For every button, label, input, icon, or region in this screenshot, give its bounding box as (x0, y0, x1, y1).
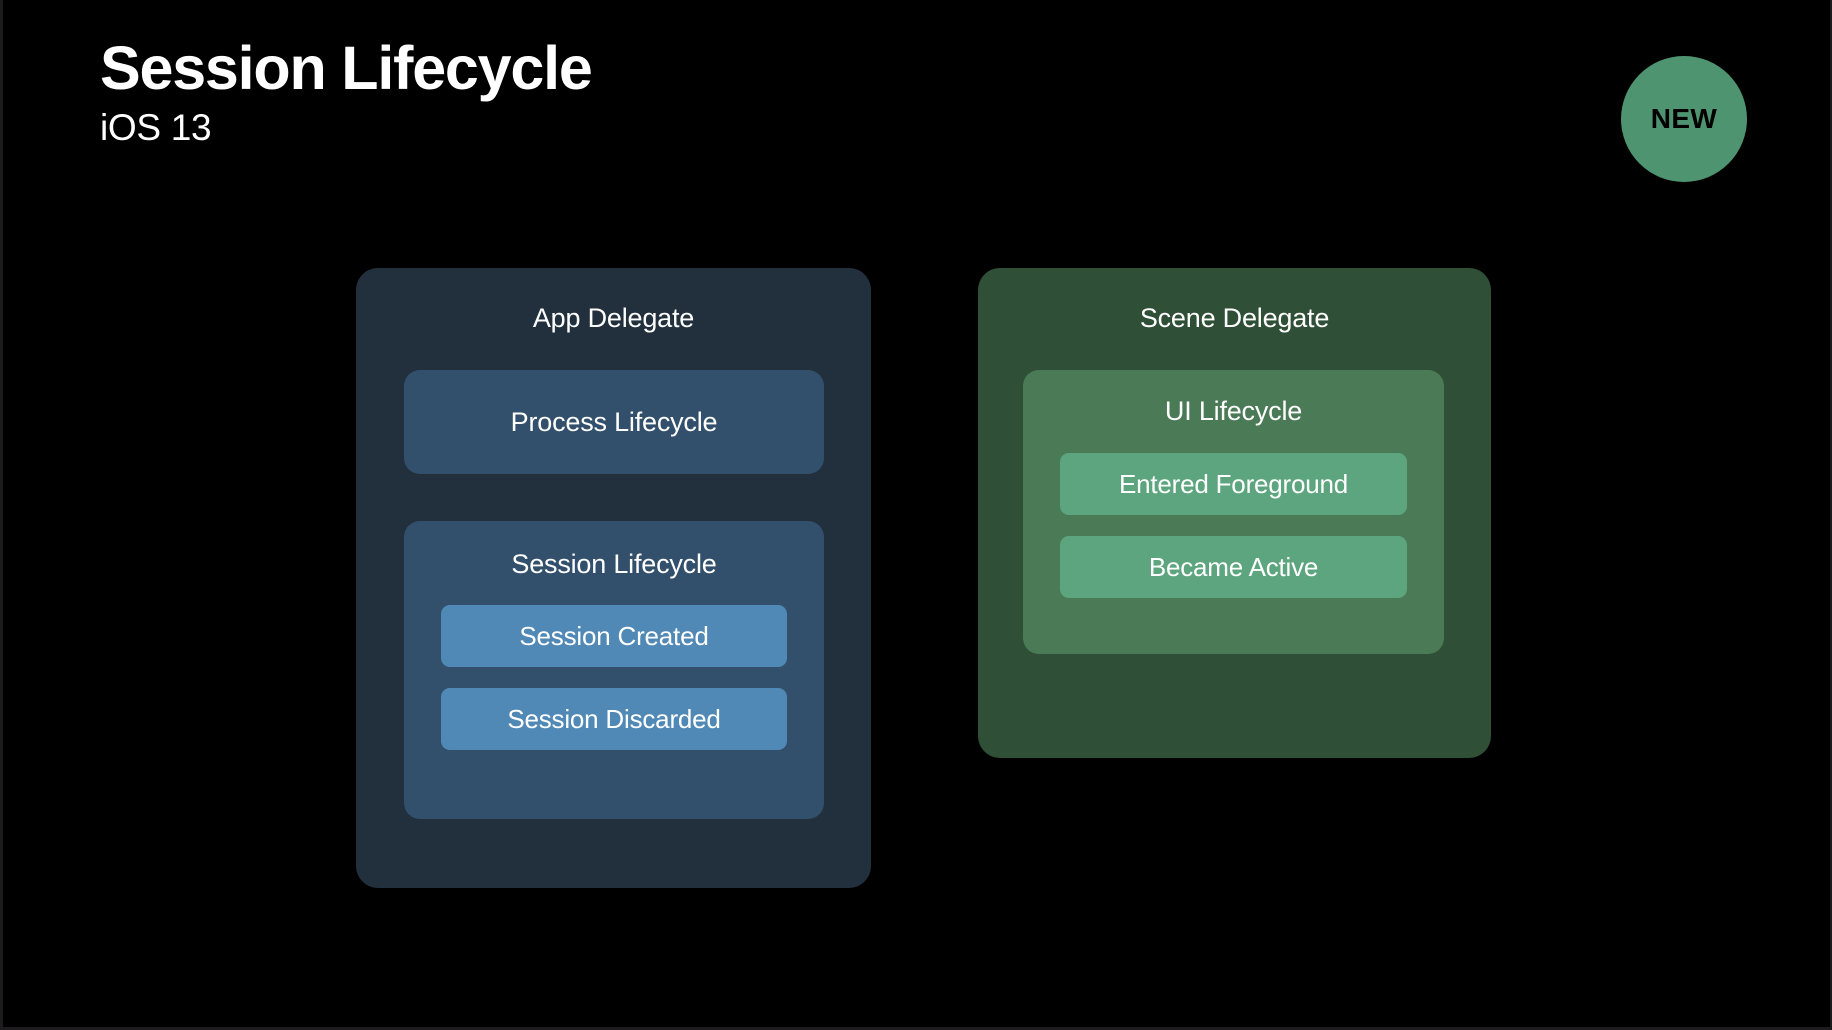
session-discarded-label: Session Discarded (507, 703, 721, 734)
session-discarded-pill: Session Discarded (441, 688, 787, 750)
process-lifecycle-panel: Process Lifecycle (404, 370, 824, 474)
page-title: Session Lifecycle (100, 34, 593, 102)
new-badge-label: NEW (1650, 103, 1718, 134)
session-lifecycle-panel: Session Lifecycle Session Created Sessio… (404, 521, 824, 819)
became-active-label: Became Active (1148, 551, 1319, 582)
session-lifecycle-title: Session Lifecycle (511, 549, 717, 579)
process-lifecycle-label: Process Lifecycle (510, 406, 718, 437)
ui-lifecycle-title: UI Lifecycle (1164, 396, 1303, 426)
new-badge: NEW (1621, 56, 1747, 182)
app-delegate-card: App Delegate Process Lifecycle Session L… (356, 268, 871, 888)
page-subtitle: iOS 13 (100, 107, 212, 149)
app-delegate-title: App Delegate (532, 303, 695, 333)
scene-delegate-card: Scene Delegate UI Lifecycle Entered Fore… (978, 268, 1491, 758)
entered-foreground-label: Entered Foreground (1118, 468, 1349, 499)
entered-foreground-pill: Entered Foreground (1060, 453, 1407, 515)
session-created-pill: Session Created (441, 605, 787, 667)
ui-lifecycle-panel: UI Lifecycle Entered Foreground Became A… (1023, 370, 1444, 654)
header-block: Session Lifecycle iOS 13 (100, 36, 1000, 149)
became-active-pill: Became Active (1060, 536, 1407, 598)
scene-delegate-title: Scene Delegate (1139, 303, 1330, 333)
session-created-label: Session Created (519, 620, 709, 651)
